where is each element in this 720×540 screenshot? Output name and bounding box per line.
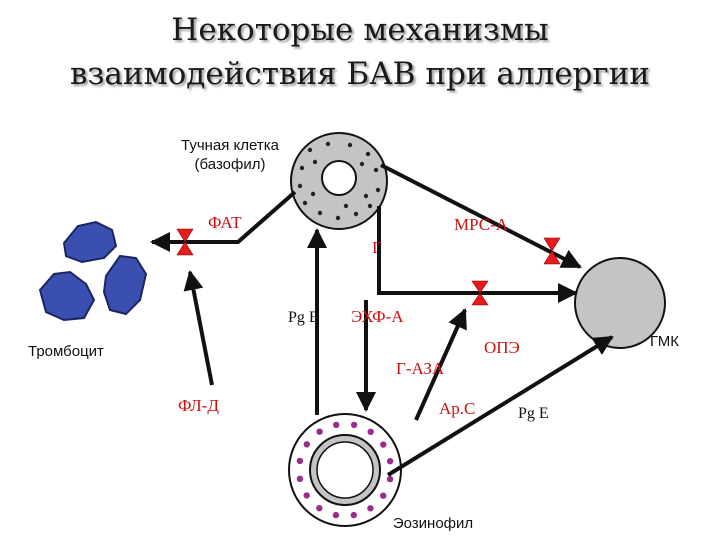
eosinophil-granule [304,492,310,498]
platelet-shapes [40,222,146,320]
eosinophil-granule [316,505,322,511]
eosinophil-granule [380,493,386,499]
mediator-ar-c: Ар.С [439,399,475,418]
eosinophil-nucleus [317,442,373,498]
platelet-blob-3 [104,256,146,314]
mediator-fat: ФАТ [208,213,242,232]
eosinophil-granule [333,422,339,428]
mediator-g-aza: Г-АЗА [396,359,445,378]
eosinophil-label: Эозинофил [393,515,473,532]
mast-granule [303,201,307,205]
mast-granule [344,204,348,208]
platelet-blob-1 [64,222,116,262]
eosinophil-granule [316,429,322,435]
arrow-eosinophil-to-platelet [190,272,212,385]
mediator-histamine: Г [372,238,382,257]
eosinophil-granule [380,441,386,447]
eosinophil-granule [304,441,310,447]
mast-granule [318,211,322,215]
mast-granule [354,212,358,216]
eosinophil-granule [351,512,357,518]
mediator-pg-e-left: Pg E [288,309,319,326]
mast-granule [376,188,380,192]
mediator-mrs-a: МРС-А [454,215,509,234]
eosinophil-granule [387,476,393,482]
smooth-muscle-label: ГМК [650,333,679,350]
eosinophil-granule [367,505,373,511]
mast-granule [300,166,304,170]
mediator-ope: ОПЭ [484,338,520,357]
eosinophil-granule [387,458,393,464]
mediator-pg-e-right: Pg E [518,405,549,422]
platelet-blob-2 [40,272,94,320]
mast-granule [348,143,352,147]
mediator-fl-d: ФЛ-Д [178,396,219,415]
mast-cell-label-line1: Тучная клетка [181,137,280,154]
mast-granule [374,168,378,172]
mast-granule [368,204,372,208]
eosinophil-granule [351,422,357,428]
eosinophil [289,414,401,526]
mast-granule [326,142,330,146]
eosinophil-granule [297,458,303,464]
platelet-label: Тромбоцит [28,343,104,360]
mast-granule [298,184,302,188]
mast-granule [336,216,340,220]
mast-cell [291,133,387,229]
mast-cell-label-line2: (базофил) [195,156,266,173]
mast-granule [313,160,317,164]
eosinophil-granule [333,512,339,518]
eosinophil-granule [368,429,374,435]
eosinophil-granule [297,476,303,482]
mast-cell-nucleus [322,161,356,195]
mast-granule [360,162,364,166]
mast-granule [311,192,315,196]
mediator-ehf-a: ЭХФ-А [351,307,404,326]
mast-granule [366,152,370,156]
mast-granule [308,148,312,152]
mast-granule [364,194,368,198]
